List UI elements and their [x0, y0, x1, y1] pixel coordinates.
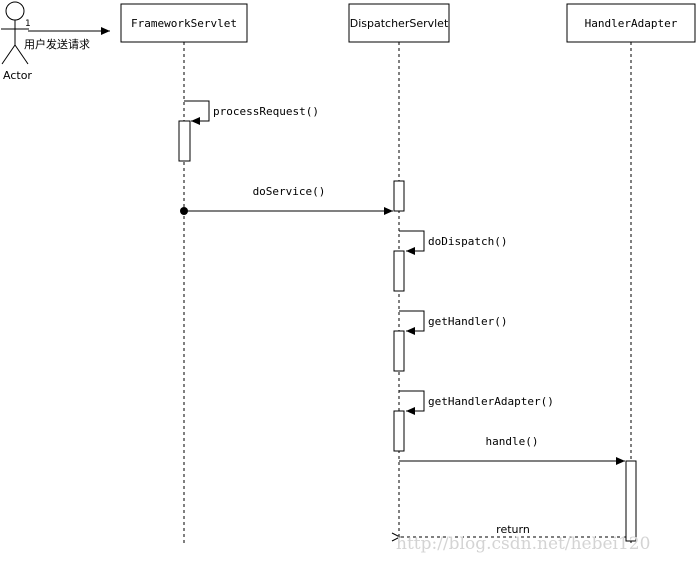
do-dispatch-label: doDispatch(): [428, 235, 507, 248]
dispatcher-activation-dispatch: [393, 250, 405, 292]
dispatcher-activation-adapter: [393, 410, 405, 452]
process-request-label: processRequest(): [213, 105, 319, 118]
framework-servlet-label: FrameworkServlet: [131, 17, 237, 30]
actor-figure: [1, 1, 29, 65]
handler-adapter-label: HandlerAdapter: [585, 17, 678, 30]
dispatcher-activation-service: [393, 180, 405, 212]
watermark-text: http://blog.csdn.net/hebei120: [396, 534, 650, 554]
actor-label: Actor: [3, 69, 32, 82]
process-request-arrow: [184, 100, 210, 125]
get-handler-adapter-arrow: [399, 390, 425, 415]
user-request-number: 1: [25, 19, 31, 29]
do-service-label: doService(): [253, 185, 326, 198]
get-handler-arrow: [399, 310, 425, 335]
handler-adapter-box: [566, 3, 696, 43]
handle-label: handle(): [486, 435, 539, 448]
user-request-label: 用户发送请求: [24, 37, 90, 51]
framework-servlet-box: [120, 3, 248, 43]
handler-adapter-activation: [625, 460, 637, 542]
get-handler-label: getHandler(): [428, 315, 507, 328]
get-handler-adapter-label: getHandlerAdapter(): [428, 395, 554, 408]
dispatcher-servlet-label: DispatcherServlet: [350, 17, 449, 30]
return-label: return: [496, 523, 530, 536]
do-dispatch-arrow: [399, 230, 425, 255]
framework-activation: [178, 120, 191, 162]
dispatcher-activation-handler: [393, 330, 405, 372]
